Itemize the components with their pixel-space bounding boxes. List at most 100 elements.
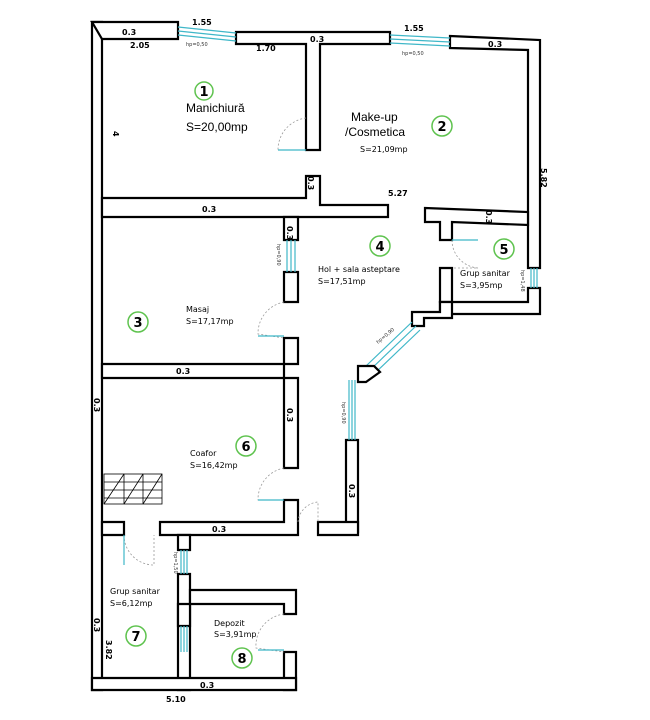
dim-top-mid-width: 1.70 [256, 44, 276, 53]
sill-hall-vertical: hp=0,90 [340, 402, 346, 424]
room-7-badge [125, 625, 147, 647]
dim-top-mid-wall: 0.3 [310, 35, 324, 44]
wall-room7-right [176, 533, 192, 552]
wall-bottom [90, 676, 298, 692]
wall-room5-top [423, 206, 530, 242]
wall-room3-bottom [100, 336, 300, 380]
room-1-badge [194, 81, 214, 101]
room-6-name: Coafor [190, 449, 217, 458]
dim-win-top-left: 1.55 [192, 18, 212, 27]
room-1: 1 Manichiură S=20,00mp [186, 81, 248, 134]
dim-top-left-corner: 0.3 [122, 28, 136, 37]
window-room3 [286, 240, 296, 272]
wall-room6-bottom-right [158, 498, 300, 537]
wall-room8-top [188, 588, 298, 616]
wall-room3-right-mid [282, 270, 300, 304]
wall-room5-left [438, 266, 454, 304]
room-2-name-2: /Cosmetica [345, 125, 405, 139]
room-3-name: Masaj [186, 305, 209, 314]
window-top-left [177, 26, 237, 42]
room-2-name-1: Make-up [351, 110, 398, 124]
sill-top-left: hp=0,50 [186, 42, 208, 48]
wall-top-mid [234, 30, 392, 152]
room-6-number: 6 [241, 440, 250, 455]
room-8-area: S=3,91mp [214, 630, 256, 639]
sill-room3: hp=0,90 [275, 244, 281, 266]
dim-bottom-wall: 0.3 [200, 681, 214, 690]
dim-left-wall-bottom: 0.3 [92, 618, 101, 632]
dim-left-wall-mid: 0.3 [92, 398, 101, 412]
room-5-area: S=3,95mp [460, 281, 502, 290]
room-5-number: 5 [499, 243, 508, 258]
door-room1 [277, 117, 307, 151]
dim-room3-hall-wall: 0.3 [285, 226, 294, 240]
room-3-number: 3 [133, 316, 142, 331]
window-room5 [530, 268, 538, 288]
room-3-badge [127, 311, 149, 333]
room-5: 5 Grup sanitar S=3,95mp [460, 238, 515, 290]
room-5-name: Grup sanitar [460, 269, 511, 278]
wall-hall-corner [356, 364, 382, 384]
wall-room6-bottom-left [100, 520, 126, 537]
door-room6 [257, 467, 285, 501]
dim-top-left-width: 2.05 [130, 41, 150, 50]
room-1-area: S=20,00mp [186, 120, 248, 134]
wall-room3-right-upper [282, 215, 300, 242]
doors [123, 117, 479, 653]
room-3: 3 Masaj S=17,17mp [127, 305, 234, 333]
room-6-area: S=16,42mp [190, 461, 238, 470]
room-4-number: 4 [375, 240, 384, 255]
dim-room1-room3-wall: 0.3 [202, 205, 216, 214]
room-5-badge [493, 238, 515, 260]
dim-room1-room2-wall: 0.3 [306, 176, 315, 190]
room-7-name: Grup sanitar [110, 587, 161, 596]
door-room3 [257, 301, 285, 339]
window-top-right [389, 34, 451, 47]
room-6: 6 Coafor S=16,42mp [190, 435, 257, 470]
wall-hall-diagonal [410, 300, 454, 328]
room-7-area: S=6,12mp [110, 599, 152, 608]
sill-room5: hp=1,48 [519, 270, 525, 292]
room-7-number: 7 [131, 630, 140, 645]
room-6-badge [235, 435, 257, 457]
windows [177, 26, 538, 652]
dimension-labels: 1.55 1.55 0.3 2.05 1.70 0.3 0.3 4 5.82 5… [92, 18, 548, 704]
room-2-badge [431, 115, 453, 137]
stairs [103, 473, 163, 505]
room-3-area: S=17,17mp [186, 317, 234, 326]
room-4-name: Hol + sala asteptare [318, 265, 400, 274]
wall-room8-left [176, 602, 192, 628]
room-2-number: 2 [437, 120, 446, 135]
window-hall-vertical [348, 380, 356, 440]
room-1-number: 1 [199, 85, 208, 100]
room-4-badge [369, 235, 391, 257]
dim-win-top-right: 1.55 [404, 24, 424, 33]
wall-hall-bottom [316, 520, 360, 537]
dim-room6-bottom-wall: 0.3 [212, 525, 226, 534]
wall-room6-right [282, 376, 300, 470]
dim-top-right-wall: 0.3 [488, 40, 502, 49]
room-4: 4 Hol + sala asteptare S=17,51mp [318, 235, 400, 286]
door-room5 [451, 239, 479, 269]
dim-room6-hall-wall: 0.3 [285, 408, 294, 422]
door-hall-exit [297, 501, 319, 523]
dim-room3-room6-wall: 0.3 [176, 367, 190, 376]
dim-hall-right-lower: 0.3 [347, 484, 356, 498]
wall-top-left [90, 20, 180, 41]
dim-left-bottom-height: 3.82 [104, 640, 113, 660]
dim-left-room1: 4 [111, 131, 120, 137]
door-room8 [255, 613, 285, 653]
dim-bottom-width: 5.10 [166, 695, 186, 704]
room-2: 2 Make-up /Cosmetica S=21,09mp [345, 110, 453, 154]
sill-top-right: hp=0,50 [402, 51, 424, 57]
sill-room7: hp=1,50 [172, 552, 178, 574]
door-room7 [123, 534, 155, 566]
wall-room1-bottom [100, 174, 390, 219]
room-8-badge [231, 647, 253, 669]
room-8-number: 8 [237, 652, 246, 667]
room-4-area: S=17,51mp [318, 277, 366, 286]
room-7: 7 Grup sanitar S=6,12mp [110, 587, 161, 647]
window-hall-diagonal [365, 321, 421, 375]
dim-right-height: 5.82 [539, 168, 548, 188]
